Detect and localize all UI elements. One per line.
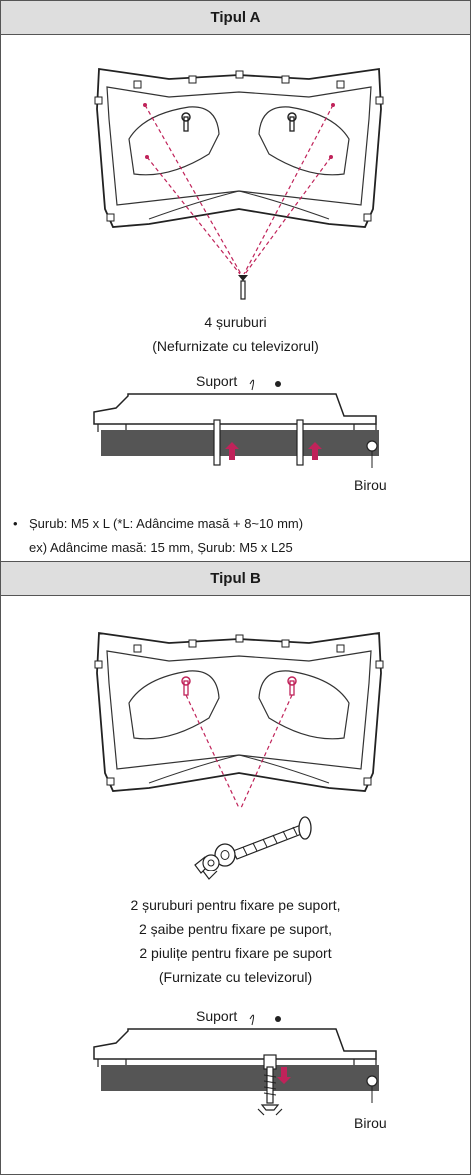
bullet-icon: • — [13, 516, 18, 531]
type-b-stand-label: Suport — [196, 1008, 238, 1024]
type-a-side-view-illustration — [93, 379, 379, 468]
type-b-caption-line2: 2 șaibe pentru fixare pe suport, — [138, 921, 332, 937]
type-b-caption-line1: 2 șuruburi pentru fixare pe suport, — [130, 897, 341, 913]
type-a-title: Tipul A — [210, 9, 261, 26]
type-a-note-line1: Șurub: M5 x L (*L: Adâncime masă + 8~10 … — [29, 516, 304, 531]
type-b-desk-label: Birou — [354, 1115, 387, 1131]
type-b-stand-base-illustration — [94, 631, 384, 809]
type-a-stand-label: Suport — [196, 373, 238, 389]
type-b-title: Tipul B — [210, 570, 261, 587]
type-a-header: Tipul A — [1, 1, 470, 35]
type-b-header: Tipul B — [1, 562, 470, 596]
type-b-hardware-illustration — [194, 816, 312, 880]
type-a-note-line2: ex) Adâncime masă: 15 mm, Șurub: M5 x L2… — [29, 540, 293, 555]
type-a-stand-base-illustration — [94, 67, 384, 300]
type-a-screw-caption-line2: (Nefurnizate cu televizorul) — [152, 338, 319, 354]
type-b-caption-line4: (Furnizate cu televizorul) — [158, 969, 313, 985]
divider — [1, 561, 470, 562]
type-a-desk-label: Birou — [354, 477, 387, 493]
type-a-screw-caption-line1: 4 șuruburi — [204, 314, 267, 330]
type-b-side-view-illustration — [93, 1014, 379, 1116]
type-a-screw-note: • Șurub: M5 x L (*L: Adâncime masă + 8~10… — [13, 512, 303, 536]
type-b-caption-line3: 2 piulițe pentru fixare pe suport — [139, 945, 332, 961]
